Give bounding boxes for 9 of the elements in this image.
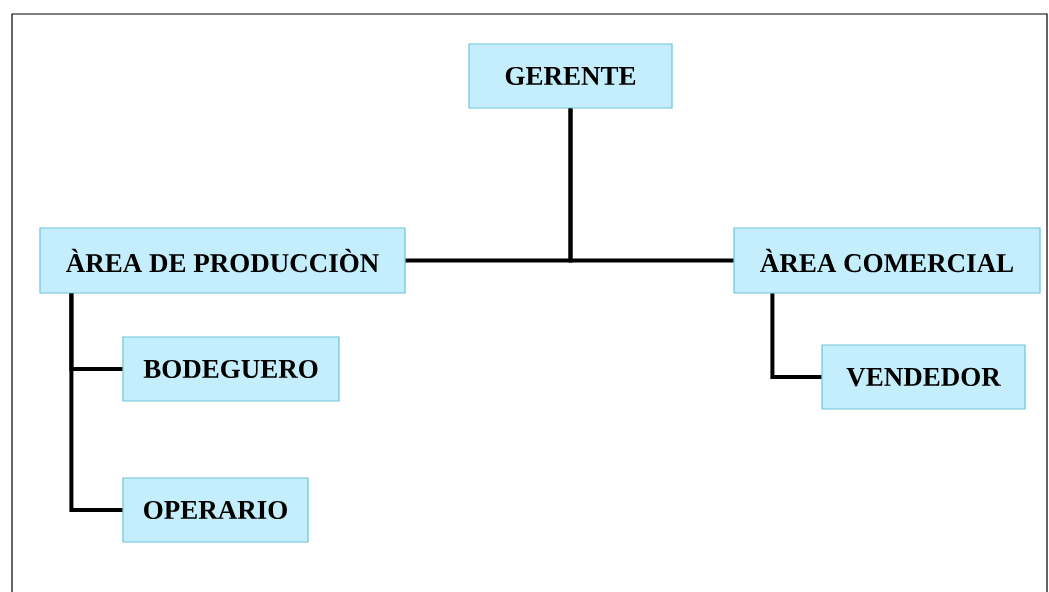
org-box: VENDEDOR [821,344,1026,410]
connector-line [770,293,822,379]
org-box: ÀREA COMERCIAL [733,227,1041,294]
connector-line [69,293,123,512]
org-box: ÀREA DE PRODUCCIÒN [39,227,406,294]
org-box: GERENTE [468,43,673,109]
connector-line [568,108,734,263]
org-box: BODEGUERO [122,336,340,402]
org-box: OPERARIO [122,477,309,543]
